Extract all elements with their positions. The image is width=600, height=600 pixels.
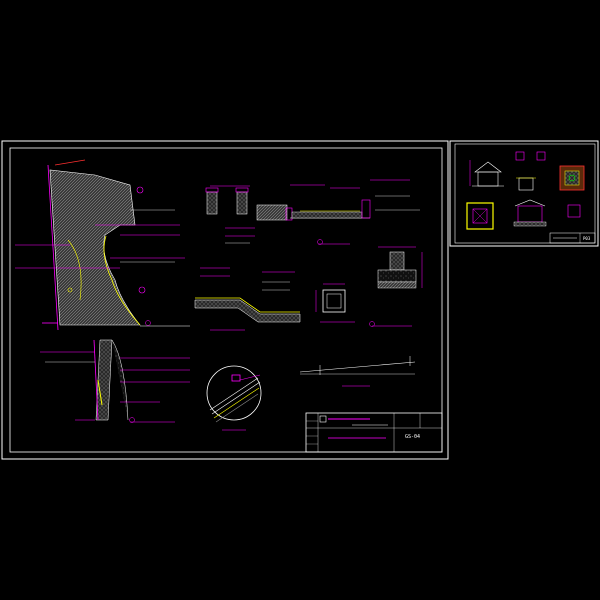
plan-edge-line-left: [47, 164, 59, 331]
pit-outer: [322, 289, 346, 313]
footing-section-view: [369, 246, 423, 327]
detail-circle-marker: [231, 374, 241, 382]
sheet-number-main: GS-04: [405, 434, 420, 440]
footing-column: [389, 251, 405, 271]
floor-tile-pattern: [559, 165, 585, 191]
stepped-section-body: [194, 299, 301, 323]
pit-section-view: [315, 283, 355, 323]
plan-title-bubble: [145, 320, 151, 326]
gazebo-section-body: [517, 205, 543, 223]
elevation-line-magenta: [93, 339, 99, 421]
stepped-section-layer-top: [195, 297, 300, 313]
gazebo-plan-inner: [472, 208, 488, 224]
detail-circle-layer-1: [209, 377, 259, 411]
side-detail-1: [515, 151, 525, 161]
gazebo-plan-diag-2: [472, 208, 488, 224]
section-a-box: [206, 191, 218, 215]
company-logo: [319, 415, 327, 423]
section-c-title-bubble: [317, 239, 323, 245]
section-b-box: [236, 191, 248, 215]
plan-curve-edge: [103, 235, 141, 326]
side-detail-2: [536, 151, 546, 161]
profile-view: [299, 356, 416, 387]
section-b-cap: [235, 187, 249, 193]
plan-marker-1: [136, 186, 144, 194]
plan-cut-line: [54, 159, 86, 166]
section-c-paving: [291, 211, 363, 219]
side-title-block: P03: [549, 232, 596, 244]
site-plan-view: [15, 159, 190, 331]
gazebo-plan: [466, 202, 494, 230]
side-sheet-outer-border: [449, 140, 599, 247]
side-detail-4: [567, 204, 581, 218]
detail-circle-leader: [239, 374, 261, 381]
detail-circle-layer-2: [211, 381, 261, 415]
plan-marker-3: [67, 287, 73, 293]
gazebo-body: [477, 171, 499, 187]
detail-circle-layer-3: [213, 387, 260, 419]
detail-circle-layer-4: [215, 393, 259, 423]
gazebo-plan-outer: [466, 202, 494, 230]
elevation-slope: [111, 339, 129, 421]
main-sheet-outer-border: [1, 140, 449, 460]
detail-circle-view: [206, 365, 262, 431]
main-sheet-inner-border: [9, 147, 443, 453]
plan-marker-2: [138, 286, 146, 294]
title-block-frame: [305, 412, 443, 453]
elevation-title-bubble: [129, 417, 135, 423]
profile-ground-line: [299, 361, 416, 373]
footing-base: [377, 269, 417, 283]
side-detail-3: [518, 177, 534, 191]
side-title-frame: [549, 232, 596, 244]
tile-pattern-center: [568, 174, 576, 182]
side-sheet-inner-border: [454, 143, 596, 244]
detail-circle-outline: [206, 365, 262, 421]
elevation-wall-body: [95, 339, 113, 421]
footing-gravel: [377, 281, 417, 289]
side-sheet: P03: [449, 140, 599, 247]
section-a-cap: [205, 187, 219, 193]
section-c-post: [361, 199, 371, 219]
tile-pattern-inner: [564, 170, 580, 186]
plan-inner-path: [67, 239, 82, 301]
gazebo-section-roof: [514, 199, 546, 207]
top-section-views: [205, 179, 420, 245]
elevation-line-yellow: [97, 379, 103, 406]
gazebo-roof: [474, 161, 502, 173]
main-sheet: GS-04: [1, 140, 449, 460]
main-title-block: GS-04: [305, 412, 443, 453]
stepped-section-view: [194, 267, 301, 331]
gazebo-elevation: [469, 160, 504, 187]
gazebo-section: [513, 199, 547, 227]
pit-inner: [326, 293, 342, 309]
footing-title-bubble: [369, 321, 375, 327]
gazebo-section-base: [513, 221, 547, 227]
section-c-wall: [256, 204, 288, 221]
wall-elevation-view: [40, 339, 190, 423]
sheet-number-side: P03: [583, 236, 591, 241]
plan-paving-area: [49, 169, 141, 326]
